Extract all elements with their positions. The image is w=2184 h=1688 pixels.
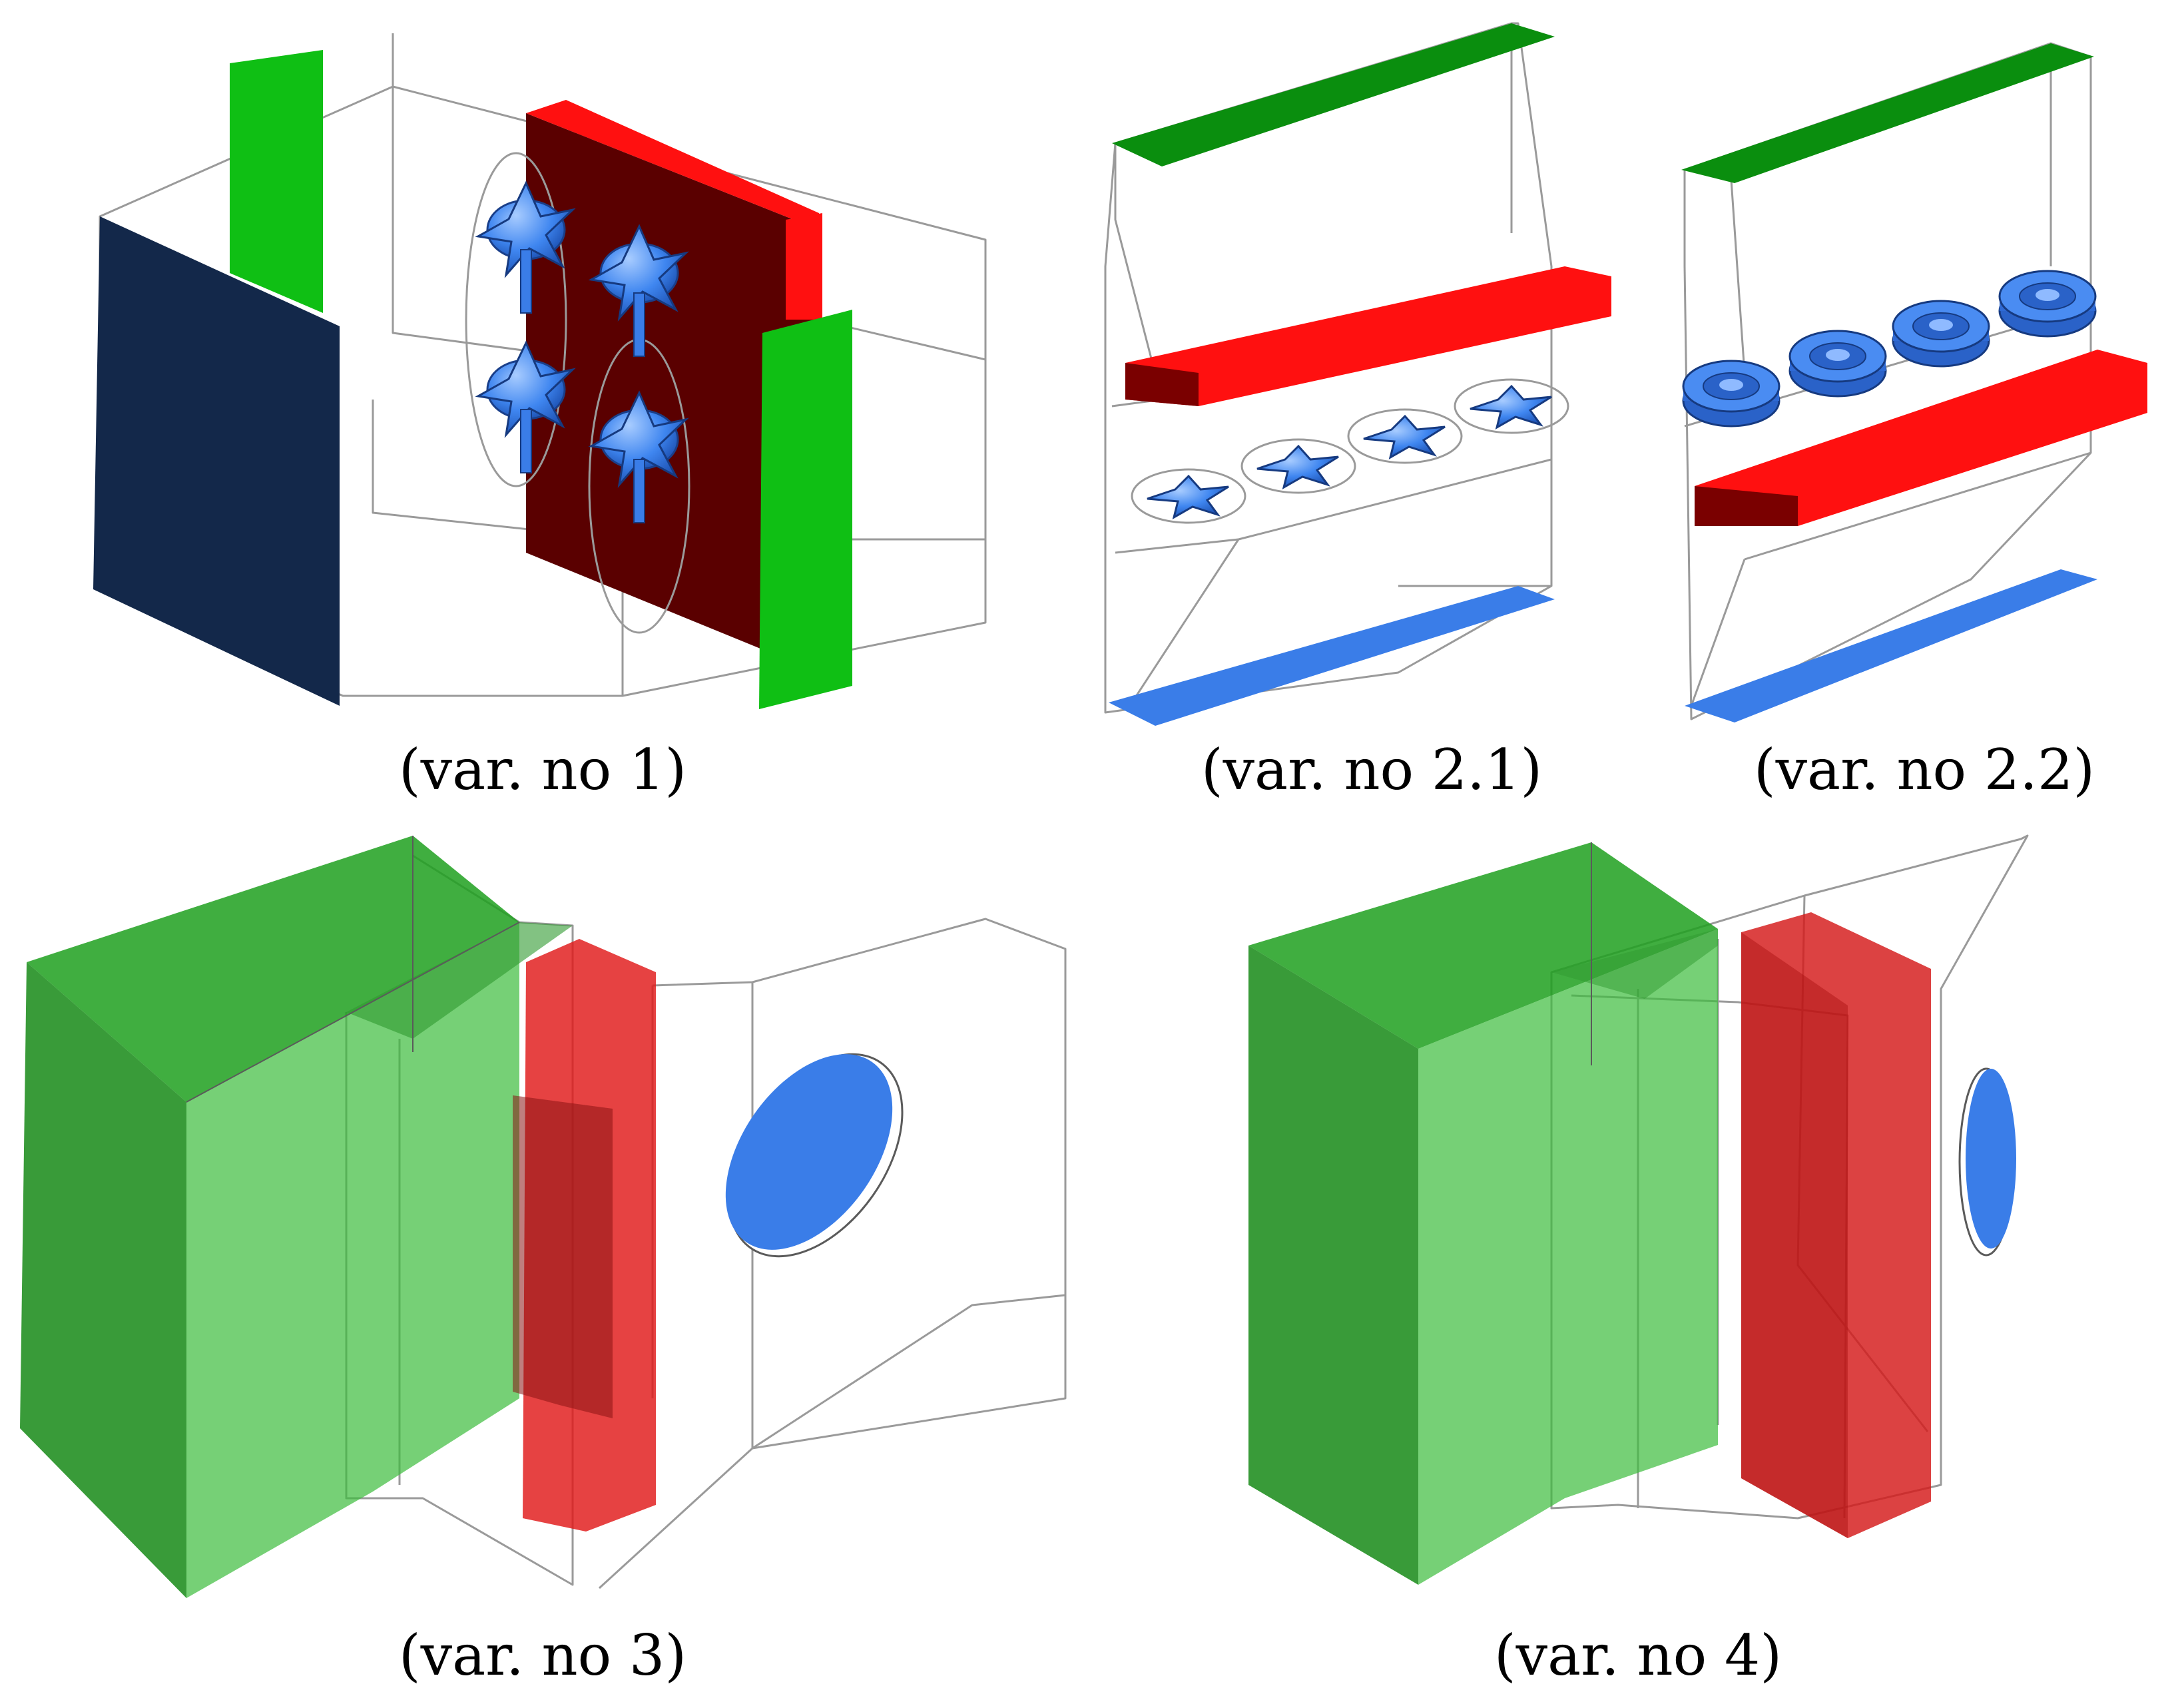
red-block — [1125, 266, 1611, 406]
red-panel — [1741, 912, 1931, 1538]
blue-strip-bottom — [1685, 569, 2097, 722]
ring-fan-icon — [1998, 270, 2097, 338]
green-strip-top — [1112, 23, 1555, 166]
ring-fan-icon — [1788, 330, 1887, 398]
rotor-icon — [1131, 468, 1246, 524]
caption-var-3: (var. no 3) — [399, 1623, 686, 1688]
variant-4-diagram — [1248, 834, 2029, 1585]
green-panel-right — [759, 310, 852, 709]
green-block-top — [27, 836, 519, 1102]
red-block — [1695, 350, 2147, 526]
navy-inlet-panel — [93, 216, 340, 706]
caption-var-2-1: (var. no 2.1) — [1201, 737, 1542, 802]
red-block-front — [526, 113, 819, 673]
variant-2-2-diagram — [1681, 42, 2147, 722]
variant-3-diagram — [20, 836, 1067, 1598]
blue-strip-bottom — [1109, 586, 1555, 726]
ring-fan-icon — [1892, 300, 1990, 368]
rotor-icon — [1240, 438, 1356, 494]
green-block-top — [1248, 842, 1718, 1049]
caption-var-4: (var. no 4) — [1494, 1623, 1782, 1688]
green-panel-left — [230, 50, 323, 313]
variant-2-1-diagram — [1104, 22, 1611, 726]
blue-outlet-icon — [1966, 1069, 2016, 1249]
ring-fan-icon — [1682, 360, 1780, 427]
variant-1-diagram — [93, 33, 987, 709]
caption-var-2-2: (var. no 2.2) — [1754, 737, 2095, 802]
blue-outlet-icon — [725, 1054, 893, 1250]
caption-var-1: (var. no 1) — [399, 737, 686, 802]
green-strip-top — [1681, 43, 2094, 183]
rotor-icon — [1347, 408, 1463, 464]
